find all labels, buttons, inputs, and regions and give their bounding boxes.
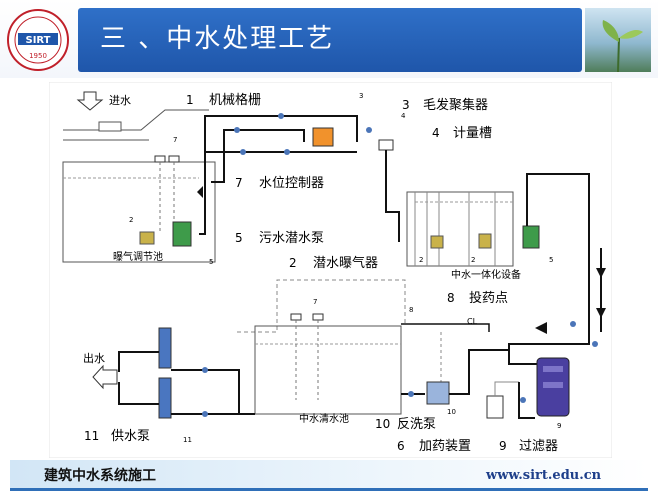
legend-num: 5 <box>235 231 243 245</box>
outlet-label: 出水 <box>83 351 105 365</box>
part-number: 2 <box>471 256 475 264</box>
legend-num: 3 <box>402 98 410 112</box>
page-title: 三 、中水处理工艺 <box>100 24 335 54</box>
legend-num: 6 <box>397 439 405 453</box>
water-treatment-diagram: 进水 曝气调节池 7 2 5 3 4 2 2 5 中水一体化设备 <box>49 82 612 458</box>
supply-pump <box>158 327 172 369</box>
integrated-equipment <box>406 191 514 267</box>
supply-pump <box>158 377 172 419</box>
aeration-tank <box>62 161 216 263</box>
legend-text: 毛发聚集器 <box>423 97 488 113</box>
legend-text: 污水潜水泵 <box>259 231 324 246</box>
part-number: 7 <box>313 298 317 306</box>
legend-text: 水位控制器 <box>259 176 324 191</box>
backwash-pump <box>426 381 450 405</box>
legend-text: 过滤器 <box>519 439 558 454</box>
part-number: 11 <box>183 436 192 444</box>
decorative-photo <box>585 8 651 73</box>
part-number: 4 <box>401 112 406 120</box>
part-number: 10 <box>447 408 456 416</box>
part-number: 3 <box>359 92 363 100</box>
outlet-arrow-icon <box>92 364 118 390</box>
logo-text: SIRT <box>26 35 51 46</box>
part-number: 2 <box>419 256 423 264</box>
legend-text: 供水泵 <box>111 429 150 444</box>
legend-num: 1 <box>186 93 194 107</box>
footer-title: 建筑中水系统施工 <box>44 468 156 484</box>
school-logo: SIRT 1950 <box>7 9 69 71</box>
legend-num: 11 <box>84 429 99 443</box>
legend-text: 潜水曝气器 <box>313 255 378 271</box>
part-number: 5 <box>549 256 553 264</box>
part-number: 9 <box>557 422 561 430</box>
footer-url: www.sirt.edu.cn <box>486 468 602 483</box>
hair-collector <box>312 127 334 147</box>
legend-text: 机械格栅 <box>209 92 261 108</box>
legend-text: 加药装置 <box>419 439 471 454</box>
legend-num: 9 <box>499 439 507 453</box>
part-number: 2 <box>129 216 133 224</box>
legend-text: 反洗泵 <box>397 417 436 432</box>
cl-label: CL <box>467 317 478 326</box>
legend-num: 2 <box>289 256 297 270</box>
clear-water-tank-label: 中水清水池 <box>299 412 349 425</box>
legend-num: 10 <box>375 417 390 431</box>
legend-num: 8 <box>447 291 455 305</box>
inlet-label: 进水 <box>109 94 131 107</box>
legend-num: 7 <box>235 176 243 190</box>
title-bar <box>78 8 582 72</box>
aeration-tank-label: 曝气调节池 <box>113 250 163 263</box>
inlet-arrow-icon <box>76 91 104 111</box>
part-number: 5 <box>209 258 213 266</box>
integrated-equipment-label: 中水一体化设备 <box>451 268 521 281</box>
legend-num: 4 <box>432 126 440 140</box>
part-number: 7 <box>173 136 177 144</box>
clear-water-tank <box>254 325 402 415</box>
metering-tank <box>378 139 394 151</box>
legend-text: 计量槽 <box>453 126 492 141</box>
legend-text: 投药点 <box>469 290 508 306</box>
part-number: 8 <box>409 306 413 314</box>
logo-year: 1950 <box>29 52 47 60</box>
footer-bar <box>10 460 648 491</box>
dosing-device <box>486 395 504 419</box>
